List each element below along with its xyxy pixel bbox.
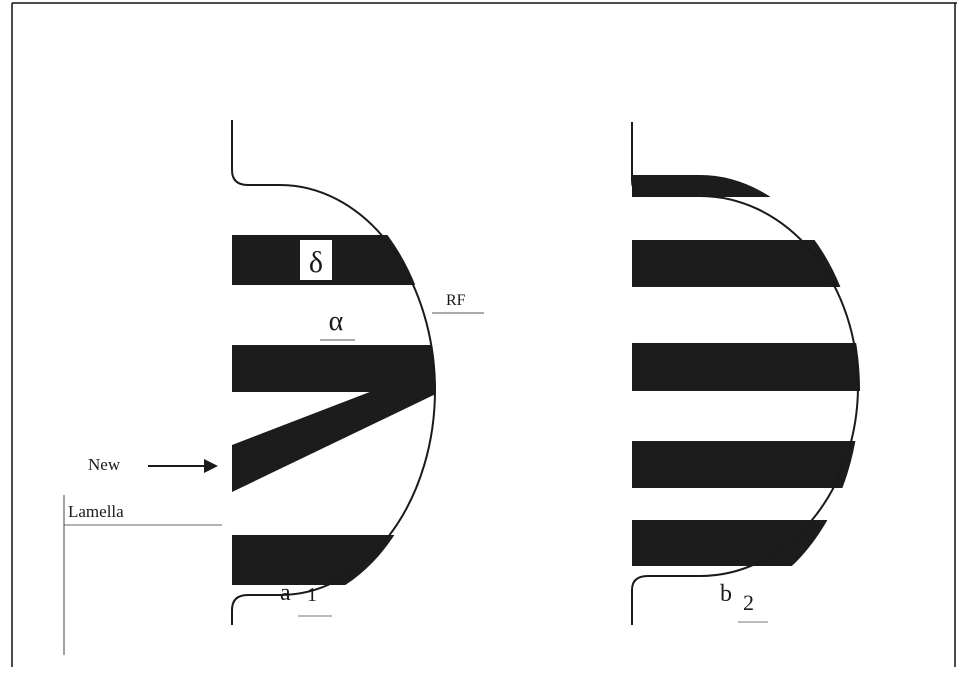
panel-a-lamellae bbox=[232, 235, 492, 585]
panel-b-number: 2 bbox=[743, 590, 754, 615]
delta-lamella-bottom bbox=[232, 535, 492, 585]
delta-lamella-middle bbox=[232, 345, 492, 392]
new-lamella-arrow-head bbox=[204, 459, 218, 473]
delta-lamella-top bbox=[232, 235, 492, 285]
b-lamella-3 bbox=[632, 343, 892, 391]
b-lamella-5 bbox=[632, 520, 892, 566]
panel-b: b 2 bbox=[632, 122, 892, 625]
panel-a: δ α RF New Lamella a 1 bbox=[64, 120, 492, 655]
b-lamella-4 bbox=[632, 441, 892, 488]
alpha-phase-label: α bbox=[329, 306, 344, 337]
panel-a-letter: a bbox=[280, 580, 291, 606]
panel-a-number: 1 bbox=[307, 584, 317, 606]
delta-phase-label: δ bbox=[309, 246, 323, 279]
lamella-label: Lamella bbox=[68, 502, 124, 521]
new-label: New bbox=[88, 455, 121, 474]
reaction-front-label: RF bbox=[446, 292, 466, 309]
page-frame bbox=[12, 3, 957, 667]
panel-b-lamellae bbox=[632, 175, 892, 566]
b-lamella-1 bbox=[632, 175, 892, 197]
panel-b-letter: b bbox=[720, 581, 732, 607]
b-lamella-2 bbox=[632, 240, 892, 287]
